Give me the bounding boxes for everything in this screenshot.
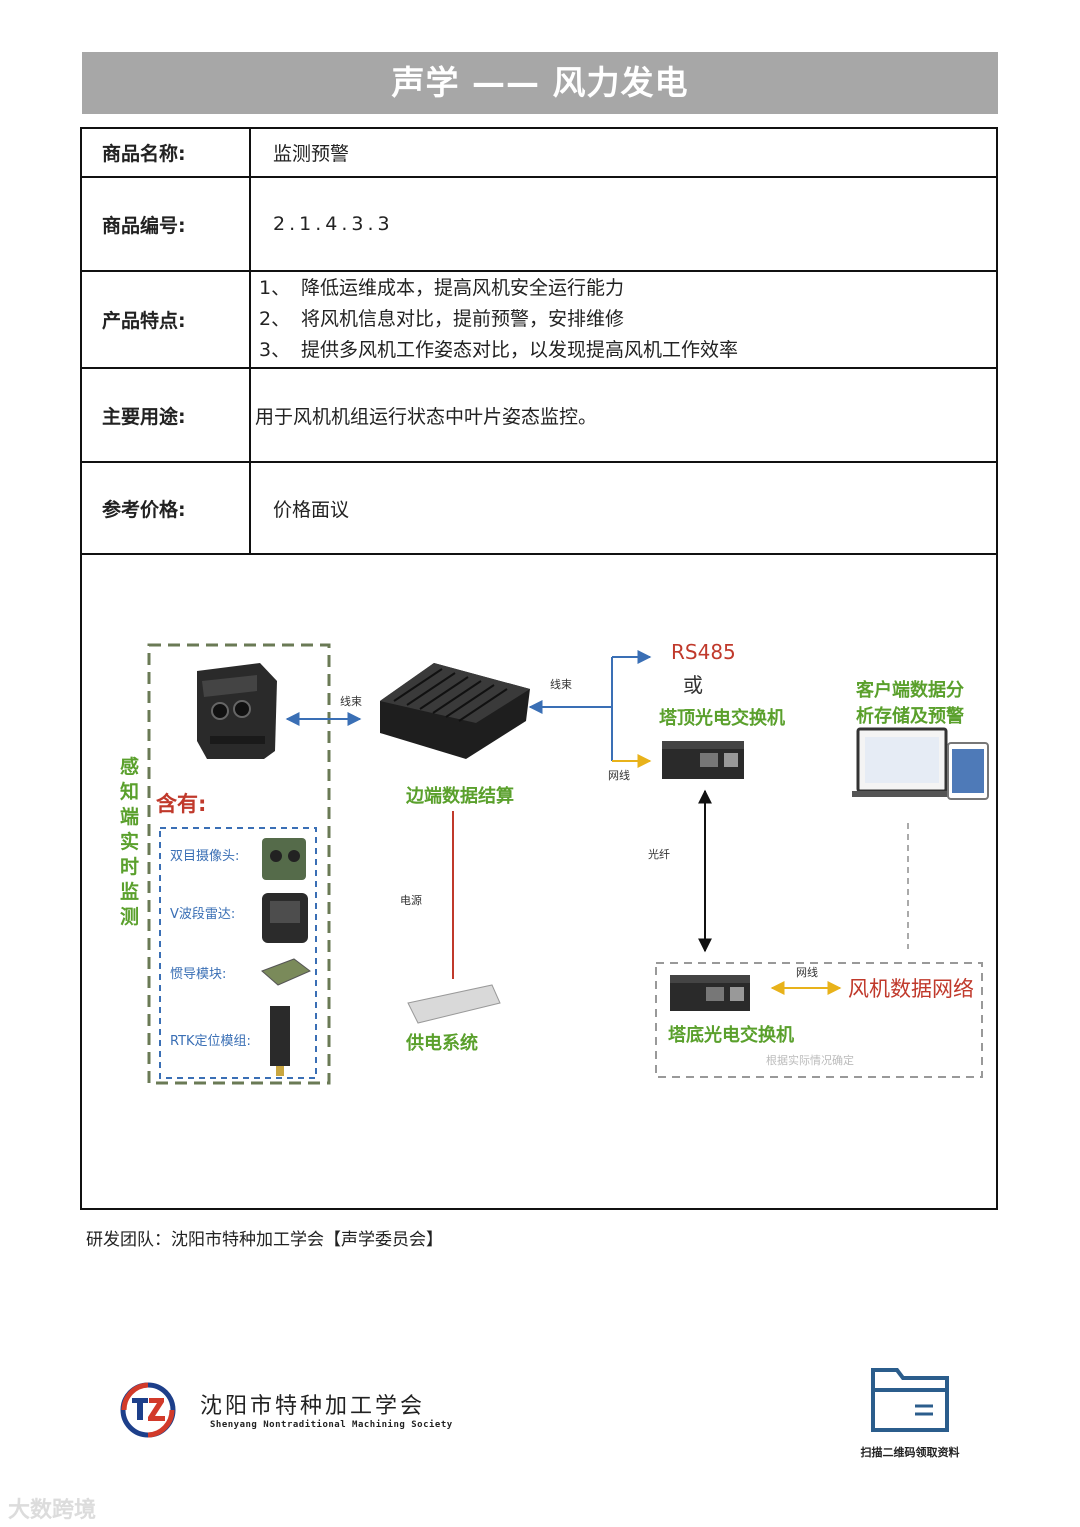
code-label: 商品编号: [80,176,251,272]
code-value: 2.1.4.3.3 [249,176,998,272]
feature-num: 2、 [259,308,291,330]
edge-label: 边端数据结算 [405,785,514,807]
feature-list: 1、降低运维成本，提高风机安全运行能力 2、将风机信息对比，提前预警，安排维修 … [249,270,998,369]
use-value: 用于风机机组运行状态中叶片姿态监控。 [249,367,998,463]
sensing-vertical-char: 监 [120,880,139,903]
spec-row-name: 商品名称: 监测预警 [80,127,998,178]
inertial-module-icon [261,958,311,986]
or-label: 或 [683,673,703,697]
feature-num: 1、 [259,277,291,299]
qr-area: 扫描二维码领取资料 [850,1362,970,1460]
feature-item: 2、将风机信息对比，提前预警，安排维修 [259,304,995,335]
feature-text: 降低运维成本，提高风机安全运行能力 [301,277,625,299]
binocular-camera-icon [262,838,306,880]
tower-top-switch-icon [662,741,744,779]
wind-data-network-label: 风机数据网络 [848,977,974,1001]
module-label: 双目摄像头: [170,849,239,864]
feature-num: 3、 [259,339,291,361]
tower-bottom-box [655,962,983,1078]
sensing-vertical-label: 感知端实时监测 [120,755,139,928]
spec-row-code: 商品编号: 2.1.4.3.3 [80,176,998,272]
sensor-device-icon [197,663,277,759]
network-label-top: 网线 [608,768,630,782]
price-value: 价格面议 [249,461,998,555]
spec-row-price: 参考价格: 价格面议 [80,461,998,555]
sensing-vertical-char: 端 [120,805,139,828]
feature-text: 提供多风机工作姿态对比，以发现提高风机工作效率 [301,339,739,361]
radar-module-icon [262,893,308,943]
sensing-box [147,643,331,1085]
spec-row-features: 产品特点: 1、降低运维成本，提高风机安全运行能力 2、将风机信息对比，提前预警… [80,270,998,369]
client-label-line1: 客户端数据分 [856,679,964,701]
power-system-label: 供电系统 [405,1032,478,1054]
feature-item: 3、提供多风机工作姿态对比，以发现提高风机工作效率 [259,335,995,366]
qr-caption: 扫描二维码领取资料 [860,1446,960,1459]
folder-icon [871,1368,949,1432]
page-banner: 声学 —— 风力发电 [82,52,998,114]
spec-row-use: 主要用途: 用于风机机组运行状态中叶片姿态监控。 [80,367,998,463]
dev-team-line: 研发团队：沈阳市特种加工学会【声学委员会】 [86,1230,443,1250]
note-label: 根据实际情况确定 [766,1053,854,1067]
svg-text:感知端实时监测: 感知端实时监测 [120,755,139,928]
system-diagram-frame: 感知端实时监测 含有: 双目摄像头: V波段雷达: 惯导模块: RTK定位模组:… [80,551,998,1210]
includes-label: 含有: [156,792,206,816]
modules-box [159,827,317,1079]
watermark: 大数跨境 [8,1498,97,1523]
system-diagram: 感知端实时监测 含有: 双目摄像头: V波段雷达: 惯导模块: RTK定位模组:… [120,640,989,1085]
sensing-vertical-char: 时 [120,856,139,878]
harness-label-right: 线束 [550,677,572,691]
name-value: 监测预警 [249,127,998,178]
fiber-label: 光纤 [648,847,670,861]
sensing-vertical-char: 测 [120,906,139,928]
module-label: RTK定位模组: [170,1034,251,1049]
spec-table: 商品名称: 监测预警 商品编号: 2.1.4.3.3 产品特点: 1、降低运维成… [80,127,998,555]
feature-text: 将风机信息对比，提前预警，安排维修 [301,308,625,330]
client-label-line2: 析存储及预警 [856,705,964,727]
price-label: 参考价格: [80,461,251,555]
module-label: 惯导模块: [170,966,226,982]
power-supply-icon [407,984,501,1024]
rtk-module-icon [270,1006,290,1076]
module-label: V波段雷达: [170,907,235,922]
client-laptop-icon [852,727,989,800]
sensing-vertical-char: 感 [120,755,139,778]
tz-logo-icon [120,1382,176,1438]
rs485-label: RS485 [671,640,736,664]
tower-bottom-switch-label: 塔底光电交换机 [668,1024,794,1046]
name-label: 商品名称: [80,127,251,178]
tower-bottom-switch-icon [670,975,750,1011]
sensing-vertical-char: 知 [120,780,139,803]
feature-item: 1、降低运维成本，提高风机安全运行能力 [259,273,995,304]
harness-label-left: 线束 [340,694,362,708]
network-label-bottom: 网线 [796,965,818,979]
feature-label: 产品特点: [80,270,251,369]
sensing-vertical-char: 实 [120,830,139,853]
tower-top-switch-label: 塔顶光电交换机 [659,707,785,729]
org-name-en: Shenyang Nontraditional Machining Societ… [210,1420,453,1430]
power-line-label: 电源 [400,893,422,907]
org-name-cn: 沈阳市特种加工学会 [200,1394,426,1419]
edge-computer-icon [380,663,530,759]
use-label: 主要用途: [80,367,251,463]
society-logo: 沈阳市特种加工学会 Shenyang Nontraditional Machin… [112,1382,452,1442]
